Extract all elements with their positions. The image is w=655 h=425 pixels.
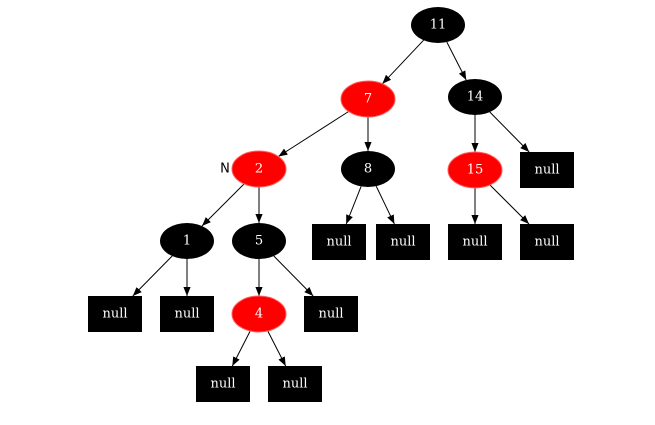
null-leaf-box <box>520 152 574 188</box>
node-label: 14 <box>467 90 484 105</box>
null-leaf-null5: null <box>304 296 358 332</box>
red-node-ellipse <box>340 80 396 118</box>
edge-n5-to-null5 <box>273 255 314 297</box>
tree-node-n2: 2N <box>220 150 287 188</box>
edge-n11-to-n14 <box>446 41 467 81</box>
black-node-ellipse <box>341 151 395 187</box>
null-leaf-null14: null <box>520 152 574 188</box>
null-leaf-box <box>376 224 430 260</box>
black-node-ellipse <box>448 79 502 115</box>
node-label: 5 <box>255 234 263 249</box>
node-label: null <box>326 235 351 250</box>
tree-node-n15: 15 <box>447 151 503 189</box>
edge-n15-to-null15b <box>489 184 530 225</box>
node-label: 8 <box>364 162 372 177</box>
tree-node-n5: 5 <box>232 223 286 259</box>
null-leaf-null8a: null <box>312 224 366 260</box>
node-label: 2 <box>255 162 263 177</box>
null-leaf-null1a: null <box>88 296 142 332</box>
node-label: null <box>462 235 487 250</box>
edge-n8-to-null8a <box>345 186 362 225</box>
tree-node-n4: 4 <box>231 295 287 333</box>
null-leaf-null15b: null <box>520 224 574 260</box>
node-label: null <box>390 235 415 250</box>
null-leaf-null4a: null <box>196 366 250 402</box>
null-leaf-null15a: null <box>448 224 502 260</box>
node-label: 1 <box>183 234 191 249</box>
edge-n2-to-n1 <box>201 183 245 227</box>
node-label: null <box>174 307 199 322</box>
null-leaf-null4b: null <box>268 366 322 402</box>
null-leaf-null8b: null <box>376 224 430 260</box>
null-leaf-box <box>520 224 574 260</box>
tree-node-n7: 7 <box>340 80 396 118</box>
edge-n14-to-null14 <box>489 111 530 153</box>
null-leaf-null1b: null <box>160 296 214 332</box>
edge-n4-to-null4a <box>231 330 251 367</box>
node-label: null <box>102 307 127 322</box>
null-leaf-box <box>312 224 366 260</box>
node-label: null <box>534 163 559 178</box>
null-leaf-box <box>448 224 502 260</box>
red-node-ellipse <box>231 295 287 333</box>
edges-layer <box>132 39 530 367</box>
edge-n4-to-null4b <box>267 330 287 367</box>
tree-node-n1: 1 <box>160 223 214 259</box>
black-node-ellipse <box>232 223 286 259</box>
node-label: 7 <box>364 92 372 107</box>
tree-node-n8: 8 <box>341 151 395 187</box>
null-leaf-box <box>268 366 322 402</box>
edge-n8-to-null8b <box>375 185 395 225</box>
tree-node-n14: 14 <box>448 79 502 115</box>
node-label: 4 <box>255 307 263 322</box>
null-leaf-box <box>88 296 142 332</box>
node-label: null <box>318 307 343 322</box>
edge-n7-to-n2 <box>278 111 349 157</box>
edge-n11-to-n7 <box>382 39 424 85</box>
node-label: null <box>210 377 235 392</box>
null-leaf-box <box>160 296 214 332</box>
red-node-ellipse <box>447 151 503 189</box>
null-leaf-box <box>196 366 250 402</box>
edge-n1-to-null1a <box>132 255 173 297</box>
null-leaf-box <box>304 296 358 332</box>
black-node-ellipse <box>411 7 465 43</box>
node-marker-label: N <box>220 162 230 177</box>
node-label: 15 <box>467 163 484 178</box>
tree-node-n11: 11 <box>411 7 465 43</box>
red-node-ellipse <box>231 150 287 188</box>
node-label: null <box>534 235 559 250</box>
black-node-ellipse <box>160 223 214 259</box>
node-label: null <box>282 377 307 392</box>
node-label: 11 <box>430 18 447 33</box>
